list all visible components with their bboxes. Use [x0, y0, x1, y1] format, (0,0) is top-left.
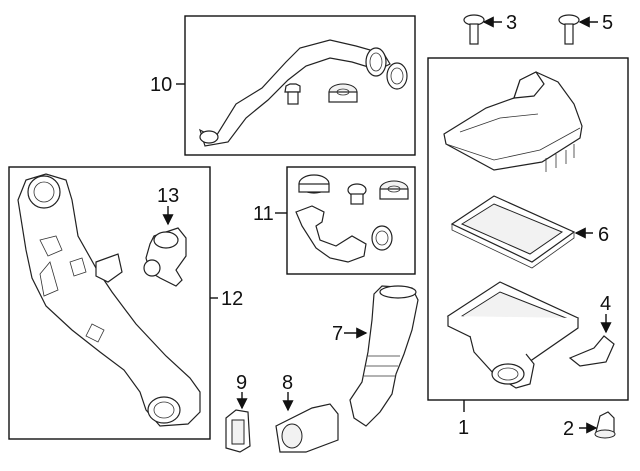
part-5-bolt [558, 14, 580, 45]
callout-8: 8 [282, 372, 293, 394]
callout-12: 12 [221, 288, 243, 310]
part-7-intake-snorkel [349, 285, 419, 427]
callout-9: 9 [236, 372, 247, 394]
part-2-grommet [594, 411, 616, 439]
part-12-long-duct [17, 173, 201, 427]
box-group-10 [184, 15, 416, 156]
callout-7: 7 [332, 323, 343, 345]
part-1-lower-housing [446, 281, 580, 389]
callout-11: 11 [253, 203, 274, 225]
part-3-bolt [463, 14, 485, 45]
box-group-11 [286, 166, 416, 275]
callout-13: 13 [157, 185, 179, 207]
part-9-seal [225, 409, 251, 453]
part-4-bracket [568, 335, 615, 367]
box-group-1 [427, 57, 629, 401]
callout-1: 1 [458, 417, 469, 439]
leaders [162, 16, 612, 434]
part-13-valve [143, 227, 187, 287]
part-10-intake-duct [198, 39, 408, 147]
callout-5: 5 [602, 12, 613, 34]
part-8-duct [275, 403, 339, 453]
box-group-12 [8, 166, 211, 440]
part-11-hose-set [295, 174, 409, 263]
callout-10: 10 [150, 74, 172, 96]
callout-2: 2 [563, 418, 574, 440]
callout-6: 6 [598, 224, 609, 246]
callout-4: 4 [600, 293, 611, 315]
part-1-air-cleaner-housing [443, 71, 583, 172]
callout-3: 3 [506, 12, 517, 34]
part-6-filter-element [450, 195, 576, 269]
